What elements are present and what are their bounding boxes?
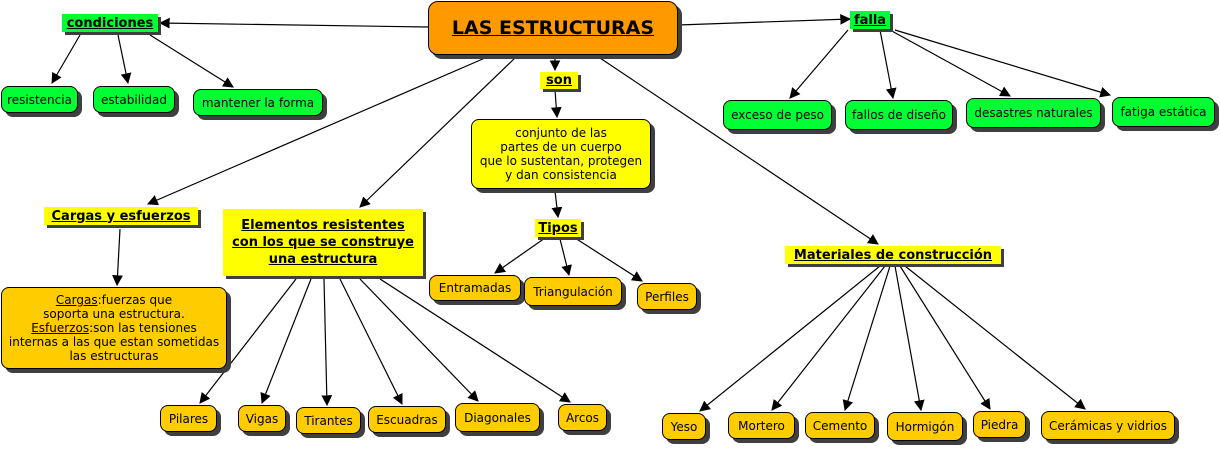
connector-arrow-12 bbox=[494, 237, 546, 274]
node-definicion: conjunto de las partes de un cuerpo que … bbox=[471, 119, 651, 189]
label-tipos: Tipos bbox=[535, 219, 581, 237]
node-mantener-la-forma: mantener la forma bbox=[193, 89, 323, 116]
node-entramadas: Entramadas bbox=[429, 275, 521, 301]
connector-arrow-2 bbox=[117, 34, 132, 85]
node-exceso-de-peso: exceso de peso bbox=[723, 100, 832, 130]
connector-arrow-8 bbox=[894, 29, 1112, 98]
connector-arrow-30 bbox=[904, 265, 1086, 410]
node-piedra: Piedra bbox=[973, 411, 1026, 438]
connector-arrow-18 bbox=[112, 228, 123, 287]
label-elementos: Elementos resistentes con los que se con… bbox=[223, 209, 423, 276]
connector-arrow-6 bbox=[879, 29, 897, 100]
connector-arrow-1 bbox=[51, 34, 81, 84]
connector-arrow-28 bbox=[894, 265, 925, 412]
node-tirantes: Tirantes bbox=[296, 407, 361, 434]
node-escuadras: Escuadras bbox=[368, 406, 446, 433]
node-hormigon: Hormigón bbox=[887, 412, 963, 441]
node-cargas-definicion: Cargas:fuerzas que soporta una estructur… bbox=[1, 287, 227, 369]
node-arcos: Arcos bbox=[558, 404, 607, 431]
connector-arrow-23 bbox=[359, 278, 479, 402]
node-cemento: Cemento bbox=[805, 412, 875, 439]
connector-arrow-10 bbox=[550, 89, 562, 119]
label-falla: falla bbox=[850, 11, 890, 29]
connector-arrow-5 bbox=[789, 29, 849, 99]
label-condiciones: condiciones bbox=[62, 14, 158, 32]
connector-arrow-3 bbox=[149, 34, 234, 88]
label-materiales: Materiales de construcción bbox=[785, 246, 1001, 264]
label-son: son bbox=[540, 72, 578, 89]
connector-arrow-27 bbox=[842, 265, 891, 412]
label-cargas: Cargas y esfuerzos bbox=[44, 207, 198, 225]
connector-arrow-11 bbox=[551, 190, 563, 219]
node-resistencia: resistencia bbox=[1, 86, 78, 113]
root-node: LAS ESTRUCTURAS bbox=[428, 1, 678, 55]
node-triangulacion: Triangulación bbox=[524, 277, 622, 306]
connector-arrow-22 bbox=[339, 278, 403, 405]
node-estabilidad: estabilidad bbox=[93, 86, 175, 113]
connector-arrow-15 bbox=[147, 57, 486, 206]
connector-arrow-24 bbox=[379, 278, 571, 403]
connector-arrow-17 bbox=[599, 57, 879, 245]
node-mortero: Mortero bbox=[728, 412, 795, 439]
connector-arrow-7 bbox=[889, 29, 1011, 97]
node-vigas: Vigas bbox=[238, 405, 286, 432]
connector-arrow-25 bbox=[699, 265, 881, 412]
connector-arrow-21 bbox=[321, 278, 333, 407]
connector-arrow-13 bbox=[559, 238, 572, 277]
node-ceramicas-y-vidrios: Cerámicas y vidrios bbox=[1041, 411, 1175, 440]
connector-arrow-29 bbox=[899, 265, 991, 410]
connector-arrow-4 bbox=[677, 13, 852, 26]
node-pilares: Pilares bbox=[160, 405, 217, 432]
connector-arrow-14 bbox=[574, 237, 643, 282]
connector-arrow-16 bbox=[359, 57, 516, 208]
node-diagonales: Diagonales bbox=[455, 403, 540, 432]
connector-arrow-0 bbox=[158, 17, 429, 29]
node-yeso: Yeso bbox=[662, 413, 706, 440]
node-perfiles: Perfiles bbox=[637, 283, 697, 310]
node-fallos-de-diseno: fallos de diseño bbox=[845, 100, 953, 130]
root-title: LAS ESTRUCTURAS bbox=[451, 17, 655, 39]
connector-arrow-19 bbox=[199, 278, 297, 404]
connector-arrow-20 bbox=[260, 278, 312, 405]
node-fatiga-estatica: fatiga estática bbox=[1112, 97, 1215, 127]
connector-arrow-26 bbox=[771, 265, 886, 411]
node-desastres-naturales: desastres naturales bbox=[966, 98, 1101, 128]
